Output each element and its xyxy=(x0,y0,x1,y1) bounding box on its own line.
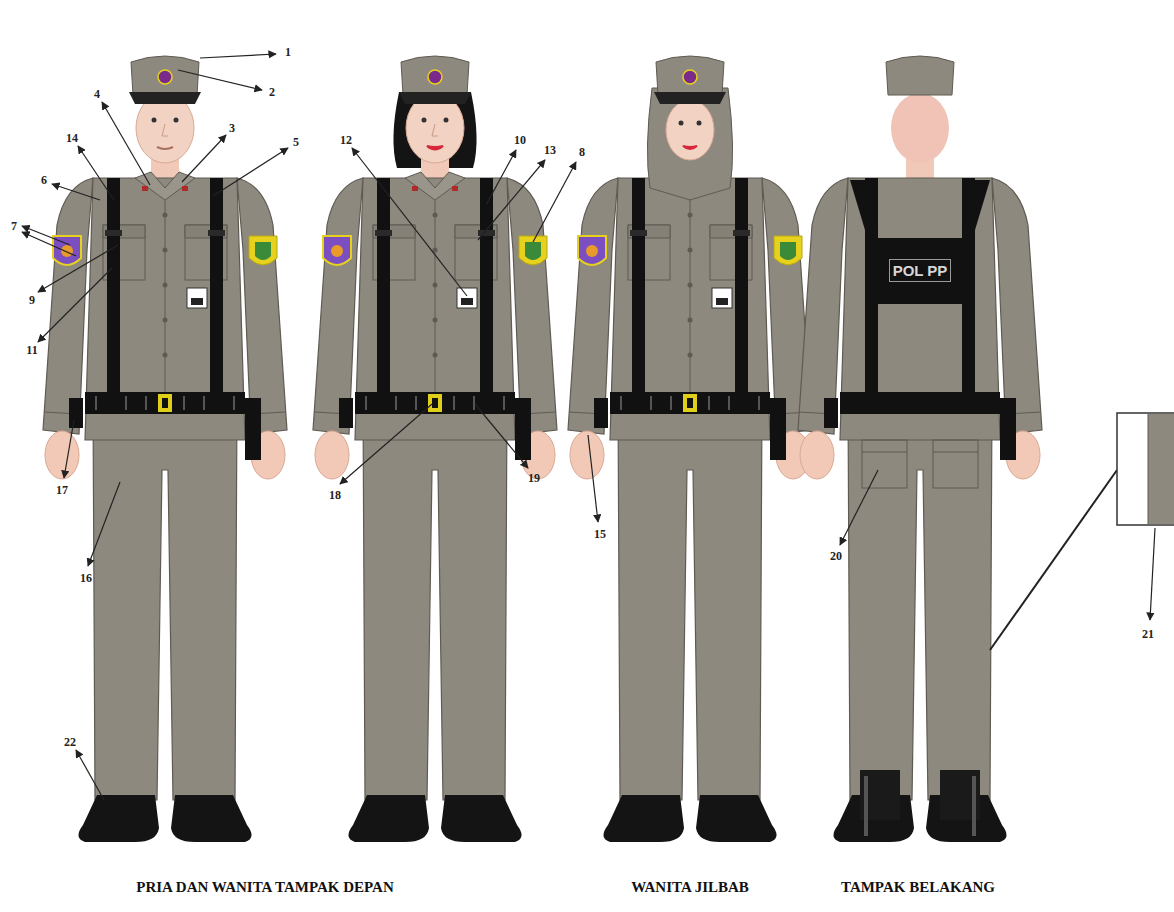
back-pocket xyxy=(862,440,907,488)
callout-number: 3 xyxy=(229,121,235,136)
cap xyxy=(399,56,471,104)
inset-pointer xyxy=(990,470,1117,650)
uniform-body xyxy=(568,145,812,842)
callout-number: 7 xyxy=(11,219,17,234)
callout-number: 5 xyxy=(293,135,299,150)
patch-text: POL PP xyxy=(889,259,952,282)
callout-number: 19 xyxy=(528,471,540,486)
callout-number: 21 xyxy=(1142,627,1154,642)
leader-arrow xyxy=(38,245,118,292)
callout-number: 10 xyxy=(514,133,526,148)
strap-yoke xyxy=(962,180,990,230)
callout-number: 16 xyxy=(80,571,92,586)
callout-number: 14 xyxy=(66,131,78,146)
back-figure xyxy=(798,56,1042,842)
pocket-flap-line xyxy=(862,452,907,453)
leader-arrow xyxy=(213,148,288,196)
head-back xyxy=(891,93,949,163)
leader-arrow xyxy=(352,148,467,296)
leader-arrow xyxy=(588,435,598,522)
uniform-front xyxy=(578,172,802,412)
callout-number: 6 xyxy=(41,173,47,188)
pocket-flap-line xyxy=(933,452,978,453)
lips xyxy=(683,146,697,149)
inset-frame xyxy=(1117,413,1174,525)
uniform-front xyxy=(323,172,547,412)
callout-number: 8 xyxy=(579,145,585,160)
back-pocket xyxy=(933,440,978,488)
jilbab xyxy=(647,88,732,200)
leader-arrow xyxy=(1150,528,1155,620)
callout-number: 4 xyxy=(94,87,100,102)
leader-arrow xyxy=(475,404,528,468)
boot-stripe xyxy=(972,776,976,836)
callout-number: 15 xyxy=(594,527,606,542)
uniform-body xyxy=(313,145,557,842)
callout-number: 18 xyxy=(329,488,341,503)
leader-arrow xyxy=(52,184,100,200)
leader-arrow xyxy=(840,470,878,545)
leader-arrow xyxy=(340,404,432,484)
uniform-body xyxy=(798,145,1042,842)
inset-seam xyxy=(1148,414,1149,524)
cap-crown xyxy=(886,56,954,95)
mouth xyxy=(157,147,173,149)
leader-lines xyxy=(22,54,1155,800)
male-figure xyxy=(43,56,287,842)
cap xyxy=(129,56,201,104)
strap-yoke xyxy=(850,180,878,230)
view-caption: WANITA JILBAB xyxy=(631,879,749,896)
lips xyxy=(427,146,443,150)
callout-number: 12 xyxy=(340,133,352,148)
callout-number: 17 xyxy=(56,483,68,498)
leader-arrow xyxy=(64,420,74,478)
leader-arrow xyxy=(178,70,262,90)
inset-trouser xyxy=(1148,414,1174,524)
view-caption: PRIA DAN WANITA TAMPAK DEPAN xyxy=(136,879,394,896)
cap xyxy=(654,56,726,104)
strap-back-panel xyxy=(865,238,975,304)
leader-arrow xyxy=(76,750,104,800)
leader-arrow xyxy=(88,482,120,566)
leader-arrow xyxy=(200,54,276,58)
uniform-front xyxy=(53,172,277,412)
callout-number: 9 xyxy=(29,293,35,308)
eye xyxy=(679,121,684,126)
leader-arrow xyxy=(78,146,114,200)
callout-number: 22 xyxy=(64,735,76,750)
callout-number: 1 xyxy=(285,45,291,60)
leader-arrow xyxy=(478,160,545,240)
eye xyxy=(697,121,702,126)
callout-number: 11 xyxy=(26,343,37,358)
leader-arrow xyxy=(102,102,150,185)
jilbab-figure xyxy=(568,56,812,842)
face xyxy=(666,100,714,160)
callout-number: 13 xyxy=(544,143,556,158)
female-figure xyxy=(313,56,557,842)
leader-arrow xyxy=(182,135,226,182)
boot-stripe xyxy=(864,776,868,836)
view-caption: TAMPAK BELAKANG xyxy=(841,879,995,896)
leader-arrow xyxy=(486,150,516,205)
leader-arrow xyxy=(533,162,576,242)
back-patch: POL PP xyxy=(866,242,974,298)
callout-number: 2 xyxy=(269,85,275,100)
leader-arrow xyxy=(22,232,76,256)
uniform-body xyxy=(43,145,287,842)
leader-arrow xyxy=(38,268,112,342)
callout-number: 20 xyxy=(830,549,842,564)
